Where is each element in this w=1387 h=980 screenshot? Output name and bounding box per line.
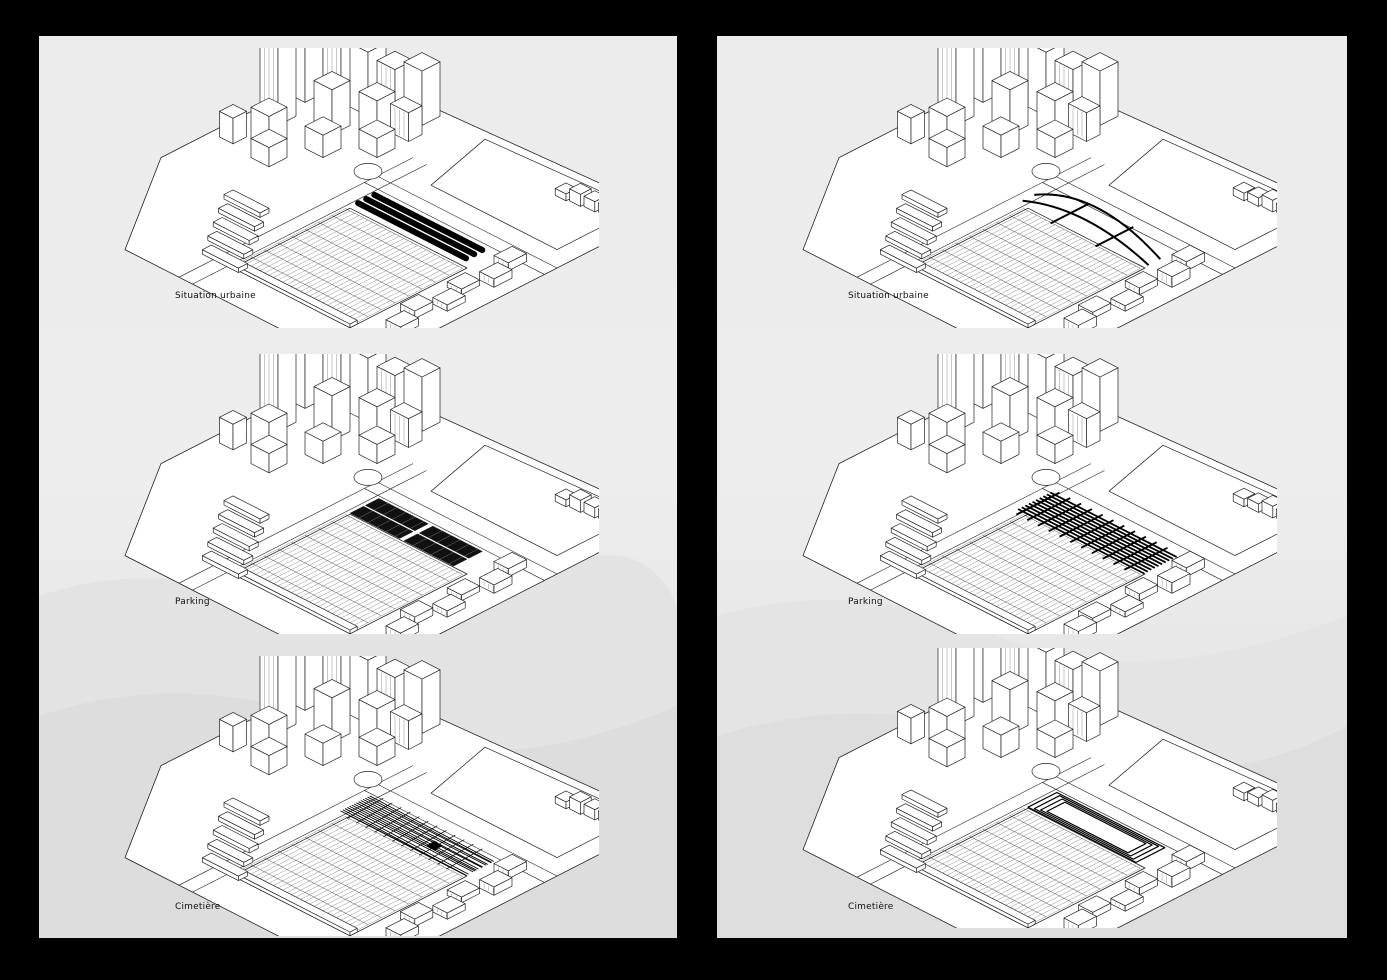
isometric-city-drawing bbox=[802, 648, 1277, 928]
overlay-scribble-grid bbox=[340, 795, 494, 876]
panel-left-2: Parking bbox=[39, 354, 677, 654]
sheet-right: Situation urbaine Parking Cimetière bbox=[717, 36, 1347, 938]
isometric-city-drawing bbox=[124, 354, 599, 634]
panel-right-2: Parking bbox=[717, 354, 1347, 654]
isometric-city-drawing bbox=[802, 354, 1277, 634]
panel-right-1: Situation urbaine bbox=[717, 48, 1347, 348]
panel-label: Situation urbaine bbox=[848, 291, 929, 301]
isometric-city-drawing bbox=[124, 656, 599, 936]
overlay-spiral bbox=[1027, 791, 1166, 863]
overlay-solar-grid bbox=[349, 498, 483, 567]
panel-label: Parking bbox=[175, 597, 210, 607]
panel-left-1: Situation urbaine bbox=[39, 48, 677, 348]
panel-label: Situation urbaine bbox=[175, 291, 256, 301]
panel-label: Parking bbox=[848, 597, 883, 607]
overlay-stripes bbox=[355, 191, 486, 262]
panel-right-3: Cimetière bbox=[717, 648, 1347, 938]
panel-left-3: Cimetière bbox=[39, 656, 677, 938]
overlay-cross bbox=[1022, 193, 1162, 266]
sheet-left: Situation urbaine Parking Cimetière bbox=[39, 36, 677, 938]
panel-label: Cimetière bbox=[848, 902, 894, 912]
panel-label: Cimetière bbox=[175, 902, 221, 912]
isometric-city-drawing bbox=[124, 48, 599, 328]
isometric-city-drawing bbox=[802, 48, 1277, 328]
overlay-woven-grid bbox=[1015, 491, 1177, 575]
